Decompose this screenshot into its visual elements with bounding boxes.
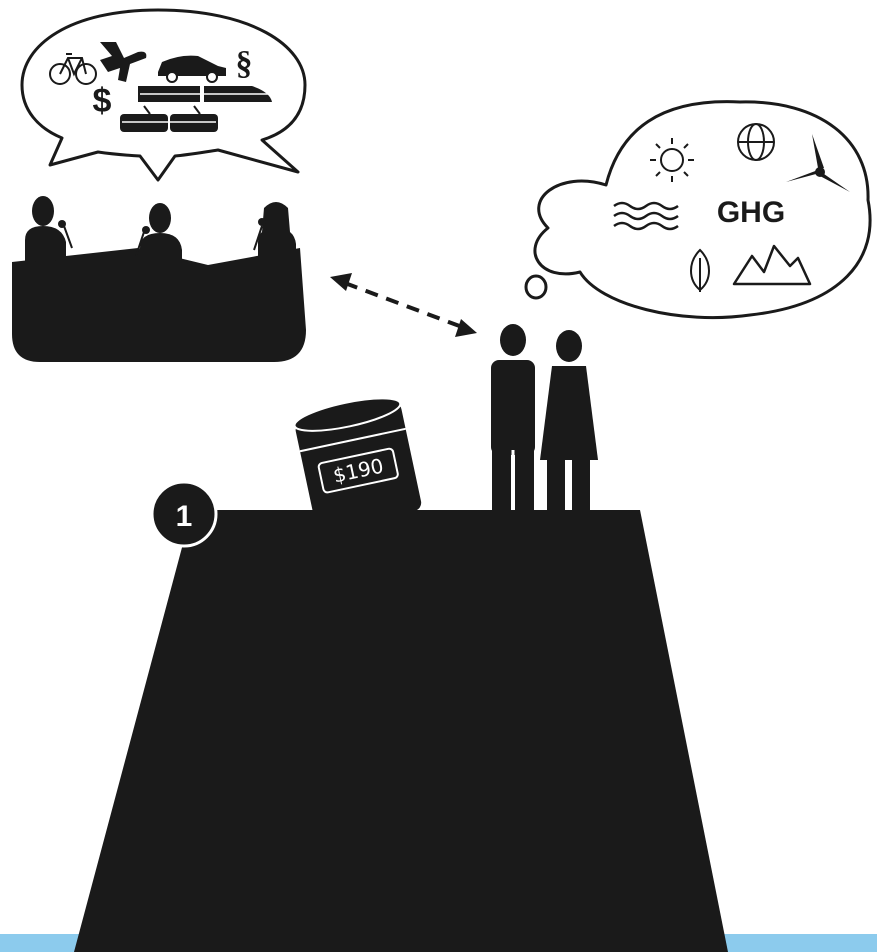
dollar-symbol: $ — [93, 82, 112, 120]
politician-left — [25, 196, 72, 262]
step-badge: 1 — [152, 482, 216, 546]
dialogue-arrow — [330, 273, 477, 337]
step-number: 1 — [176, 500, 193, 533]
politician-right — [254, 202, 296, 256]
politicians-panel — [12, 196, 306, 362]
paragraph-symbol: § — [236, 45, 253, 82]
high-speed-train-icon — [138, 86, 272, 102]
woman-figure — [540, 330, 598, 512]
speech-bubble: § $ — [22, 10, 305, 180]
thought-bubble: GHG — [526, 102, 870, 318]
man-figure — [491, 324, 535, 512]
politician-center — [136, 203, 182, 262]
ghg-label: GHG — [717, 196, 785, 229]
iceberg — [74, 510, 728, 952]
